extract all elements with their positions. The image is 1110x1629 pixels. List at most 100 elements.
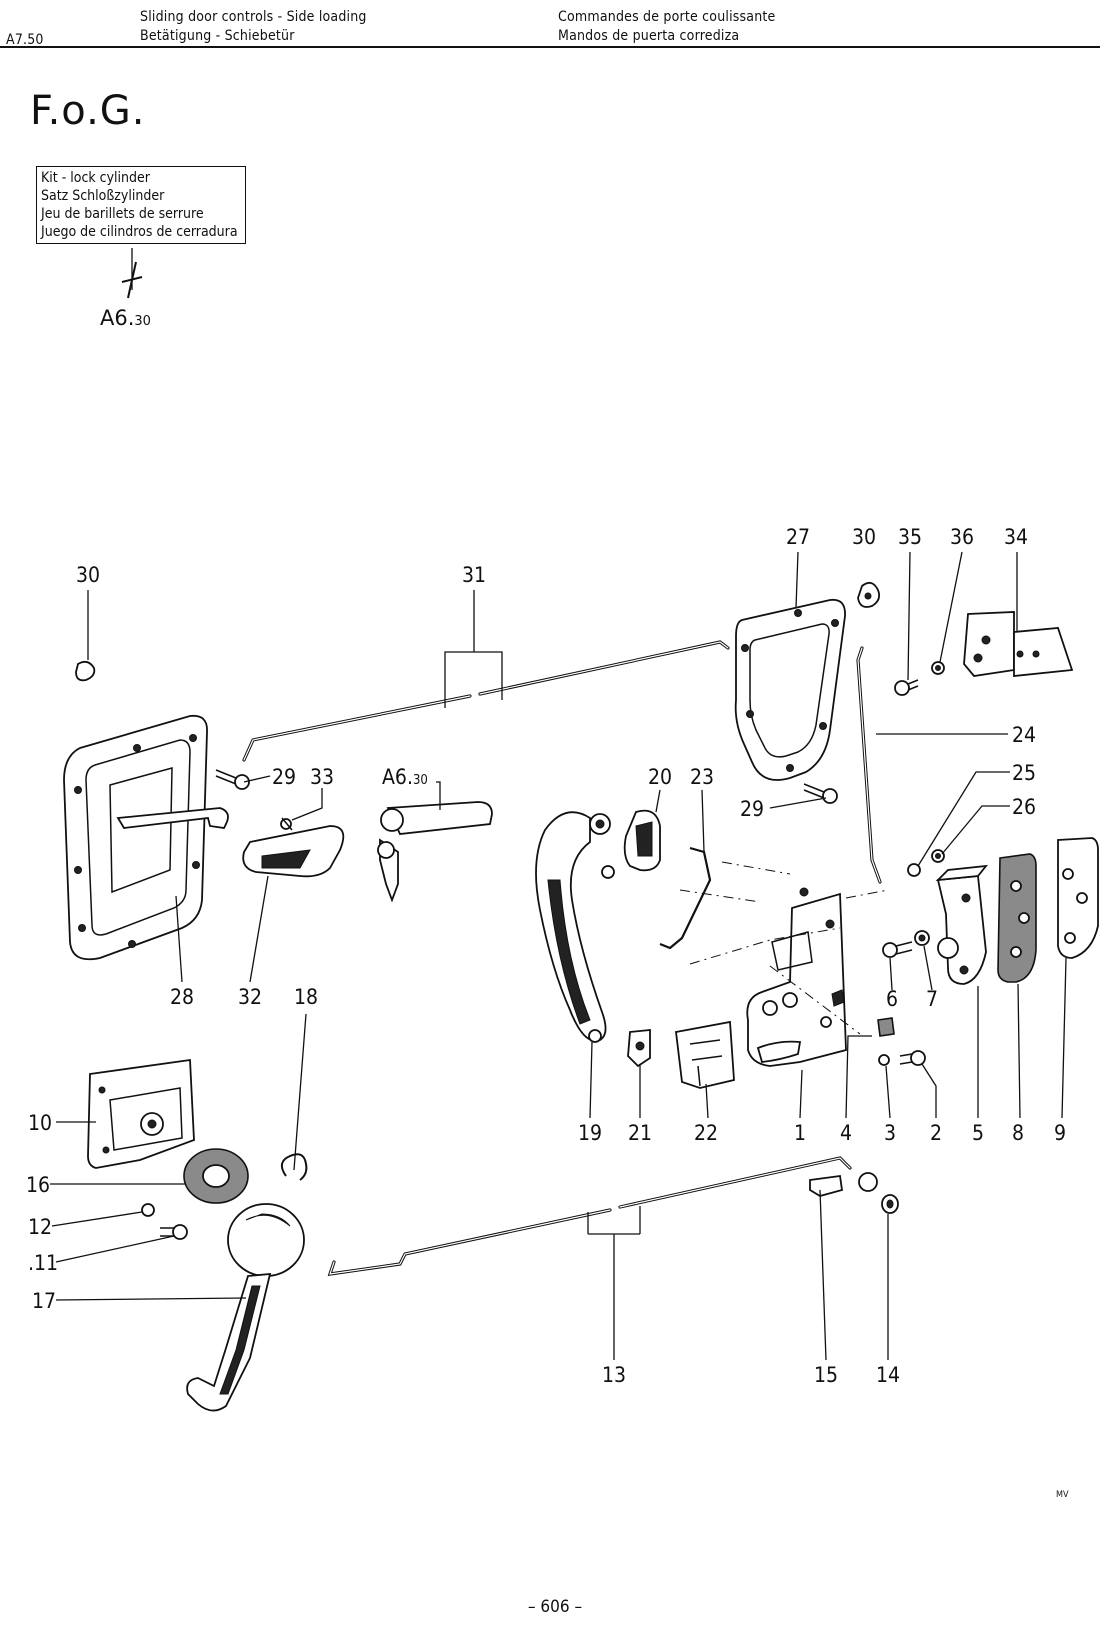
- kit-line-es: Juego de cilindros de cerradura: [41, 224, 238, 240]
- callout-34: 34: [1004, 525, 1028, 549]
- callout-31: 31: [462, 563, 486, 587]
- header-title-es: Mandos de puerta corrediza: [558, 28, 740, 44]
- kit-connector: [121, 248, 143, 299]
- callout-16: 16: [26, 1173, 50, 1197]
- part-30-clip-left: [75, 660, 96, 682]
- section-code: A7.50: [6, 32, 44, 48]
- callout-4: 4: [840, 1121, 852, 1145]
- kit-ref-sub: 30: [134, 314, 151, 329]
- header-rule: [0, 46, 1100, 48]
- part-22-cover: [675, 1020, 735, 1089]
- callout-32: 32: [238, 985, 262, 1009]
- part-1-lock-mechanism: [746, 887, 847, 1067]
- assembly-centerlines: [679, 861, 889, 1035]
- callout-9: 9: [1054, 1121, 1066, 1145]
- callout-15: 15: [814, 1363, 838, 1387]
- callout-21: 21: [628, 1121, 652, 1145]
- part-21-pad: [627, 1029, 651, 1068]
- callout-7: 7: [926, 987, 938, 1011]
- callout-28: 28: [170, 985, 194, 1009]
- part-29-screw-left: [215, 769, 250, 790]
- callout-29a: 29: [272, 765, 296, 789]
- part-12-washer: [141, 1203, 155, 1217]
- cyl-ref-sub: 30: [413, 773, 428, 788]
- part-32-handle-pull: [242, 825, 345, 878]
- part-35-screw: [894, 679, 919, 696]
- part-7-nut: [914, 930, 930, 946]
- artist-mark: MV: [1056, 1490, 1069, 1500]
- callout-20: 20: [648, 765, 672, 789]
- callout-33: 33: [310, 765, 334, 789]
- callout-8: 8: [1012, 1121, 1024, 1145]
- header-title-fr: Commandes de porte coulissante: [558, 9, 776, 25]
- kit-box: Kit - lock cylinder Satz Schloßzylinder …: [36, 166, 246, 244]
- callout-18: 18: [294, 985, 318, 1009]
- header-title-en: Sliding door controls - Side loading: [140, 9, 367, 25]
- header-title-right: Commandes de porte coulissante Mandos de…: [558, 8, 776, 46]
- part-28-handle-bezel: [63, 714, 229, 961]
- callout-3: 3: [884, 1121, 896, 1145]
- part-10-lock-plate: [87, 1058, 195, 1169]
- callout-26: 26: [1012, 795, 1036, 819]
- callout-27: 27: [786, 525, 810, 549]
- kit-line-de: Satz Schloßzylinder: [41, 188, 165, 204]
- callout-6: 6: [886, 987, 898, 1011]
- part-13-lower-rod: [327, 1156, 852, 1276]
- callout-35: 35: [898, 525, 922, 549]
- part-11-bolt: [160, 1224, 188, 1240]
- callout-cylinder-ref: A6.30: [382, 765, 428, 789]
- part-24-vertical-rod: [856, 646, 882, 884]
- callout-23: 23: [690, 765, 714, 789]
- callout-2: 2: [930, 1121, 942, 1145]
- part-19-outer-handle: [535, 811, 615, 1043]
- part-6-bolt: [882, 941, 913, 958]
- model-code: F.o.G.: [30, 88, 146, 134]
- part-25-screw: [907, 863, 921, 877]
- callout-24: 24: [1012, 723, 1036, 747]
- part-36-nut: [931, 661, 945, 675]
- part-29-screw-right: [803, 783, 838, 804]
- callout-1: 1: [794, 1121, 806, 1145]
- part-26-nut: [931, 849, 945, 863]
- callout-19: 19: [578, 1121, 602, 1145]
- callout-11: .11: [28, 1251, 58, 1275]
- part-3-washer: [878, 1054, 890, 1066]
- callout-36: 36: [950, 525, 974, 549]
- part-17-lever: [186, 1203, 305, 1412]
- part-16-bushing: [183, 1148, 249, 1204]
- header-title-left: Sliding door controls - Side loading Bet…: [140, 8, 367, 46]
- callout-30b: 30: [852, 525, 876, 549]
- kit-ref-main: A6.: [100, 306, 135, 330]
- kit-line-fr: Jeu de barillets de serrure: [41, 206, 204, 222]
- callout-10: 10: [28, 1111, 52, 1135]
- part-27-outer-bezel: [734, 598, 846, 781]
- part-9-plate: [1057, 837, 1099, 959]
- part-23-spring: [659, 846, 712, 950]
- callout-12: 12: [28, 1215, 52, 1239]
- lock-cylinder: [377, 801, 493, 903]
- part-8-plate: [997, 853, 1037, 983]
- kit-reference: A6.30: [100, 306, 151, 330]
- part-34-bracket: [963, 611, 1074, 677]
- page-number: – 606 –: [527, 1597, 583, 1617]
- kit-line-en: Kit - lock cylinder: [41, 170, 150, 186]
- callout-30a: 30: [76, 563, 100, 587]
- header-title-de: Betätigung - Schiebetür: [140, 28, 295, 44]
- cyl-ref-main: A6.: [382, 765, 413, 789]
- callout-14: 14: [876, 1363, 900, 1387]
- part-2-bolt: [899, 1050, 926, 1066]
- part-30-clip-top: [857, 581, 881, 608]
- callout-29b: 29: [740, 797, 764, 821]
- callout-22: 22: [694, 1121, 718, 1145]
- callout-5: 5: [972, 1121, 984, 1145]
- callout-numbers: 30 31 27 30 35 36 34 24 29 33 20 23 29 2…: [26, 525, 1066, 1387]
- part-15-bracket: [809, 1172, 878, 1197]
- part-5-striker: [935, 864, 989, 985]
- part-14-grommet: [881, 1194, 899, 1214]
- part-20-gasket: [623, 809, 661, 872]
- callout-25: 25: [1012, 761, 1036, 785]
- part-4-block: [877, 1017, 895, 1037]
- callout-13: 13: [602, 1363, 626, 1387]
- part-33-screw: [280, 817, 293, 831]
